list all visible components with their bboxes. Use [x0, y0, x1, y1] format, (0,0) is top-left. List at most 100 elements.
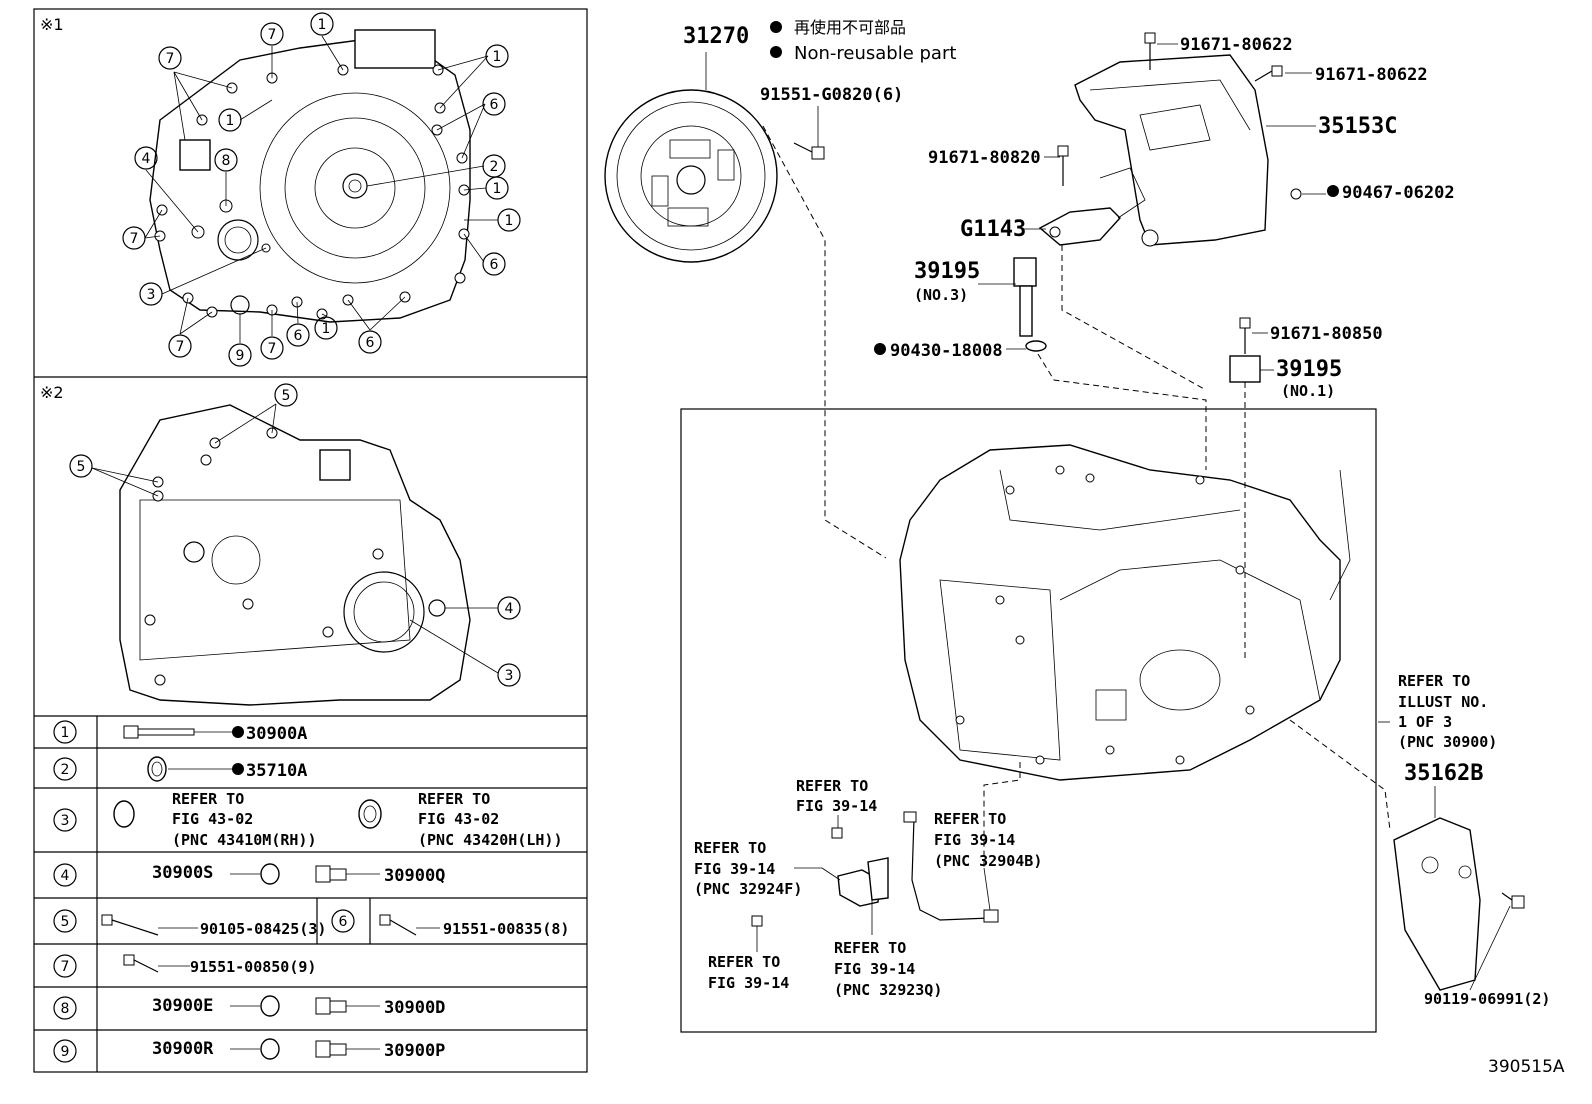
svg-text:FIG 39-14: FIG 39-14: [796, 797, 877, 815]
svg-text:6: 6: [339, 914, 348, 930]
part-90467-06202: 90467-06202: [1342, 183, 1455, 203]
part-35153c: 35153C: [1318, 114, 1397, 139]
svg-text:(NO.1): (NO.1): [1281, 382, 1335, 400]
refer-fig-2-l1: REFER TO: [934, 810, 1006, 828]
bolt-91551-g0820: [793, 142, 825, 160]
svg-text:6: 6: [366, 335, 375, 351]
svg-text:(PNC 32924F): (PNC 32924F): [694, 880, 802, 898]
svg-text:6: 6: [490, 97, 499, 113]
svg-text:(PNC 32904B): (PNC 32904B): [934, 852, 1042, 870]
svg-text:4: 4: [505, 601, 514, 617]
svg-text:FIG 43-02: FIG 43-02: [418, 810, 499, 828]
refer-illust-1: REFER TO: [1398, 672, 1470, 690]
svg-text:9: 9: [61, 1044, 70, 1060]
svg-text:1: 1: [493, 49, 502, 65]
svg-text:(PNC 30900): (PNC 30900): [1398, 733, 1497, 751]
svg-text:FIG 39-14: FIG 39-14: [934, 831, 1015, 849]
svg-text:4: 4: [142, 151, 151, 167]
svg-text:8: 8: [61, 1001, 70, 1017]
refer-fig-5-l1: REFER TO: [834, 939, 906, 957]
part-91671-80622-a: 91671-80622: [1180, 35, 1293, 55]
svg-text:Non-reusable part: Non-reusable part: [794, 43, 956, 64]
svg-text:6: 6: [294, 328, 303, 344]
transaxle-case-front-view: [149, 29, 471, 323]
refer-fig-4-l1: REFER TO: [708, 953, 780, 971]
svg-text:再使用不可部品: 再使用不可部品: [794, 18, 906, 37]
svg-text:90105-08425(3): 90105-08425(3): [200, 920, 326, 938]
svg-text:1: 1: [226, 113, 235, 129]
part-91671-80622-b: 91671-80622: [1315, 65, 1428, 85]
part-90430-18008: 90430-18008: [890, 341, 1003, 361]
svg-text:30900R: 30900R: [152, 1039, 214, 1059]
panel1-marker: ※1: [40, 15, 64, 34]
transaxle-case-rear-view: [119, 404, 471, 706]
svg-text:FIG 39-14: FIG 39-14: [708, 974, 789, 992]
dashed-leaders: [762, 125, 1391, 870]
speed-sensor-group: [751, 811, 999, 927]
part-91551-g0820: 91551-G0820(6): [760, 85, 903, 105]
svg-text:7: 7: [268, 341, 277, 357]
svg-text:(PNC 43410M(RH)): (PNC 43410M(RH)): [172, 831, 317, 849]
svg-text:(NO.3): (NO.3): [914, 286, 968, 304]
part-35710A: 35710A: [246, 761, 307, 781]
part-90119-06991: 90119-06991(2): [1424, 990, 1550, 1008]
svg-text:FIG 43-02: FIG 43-02: [172, 810, 253, 828]
wire-bracket-g1143: [1038, 167, 1146, 246]
svg-text:7: 7: [130, 231, 139, 247]
svg-text:7: 7: [176, 339, 185, 355]
refer-fig-3-l1: REFER TO: [694, 839, 766, 857]
svg-text:FIG 39-14: FIG 39-14: [694, 860, 775, 878]
svg-text:7: 7: [61, 959, 70, 975]
svg-text:3: 3: [147, 287, 156, 303]
svg-text:91551-00850(9): 91551-00850(9): [190, 958, 316, 976]
mount-insulator-39195-no1: [1229, 355, 1261, 383]
svg-text:2: 2: [61, 762, 70, 778]
svg-text:3: 3: [505, 668, 514, 684]
transaxle-assembly-frame: [680, 408, 1377, 1033]
svg-text:7: 7: [166, 51, 175, 67]
part-35162b: 35162B: [1404, 761, 1483, 786]
svg-text:91551-00835(8): 91551-00835(8): [443, 920, 569, 938]
part-30900A: 30900A: [246, 724, 307, 744]
svg-text:1: 1: [493, 181, 502, 197]
part-39195-no1: 39195: [1276, 357, 1342, 382]
svg-text:FIG 39-14: FIG 39-14: [834, 960, 915, 978]
svg-text:REFER TO: REFER TO: [418, 790, 490, 808]
left-frame: [33, 8, 588, 1073]
svg-text:4: 4: [61, 868, 70, 884]
svg-text:1: 1: [505, 213, 514, 229]
svg-text:(PNC 43420H(LH)): (PNC 43420H(LH)): [418, 831, 563, 849]
svg-text:5: 5: [77, 459, 86, 475]
svg-text:5: 5: [61, 914, 70, 930]
transaxle-assembly: [899, 444, 1351, 781]
panel2-marker: ※2: [40, 383, 64, 402]
refer-fig-1-l1: REFER TO: [796, 777, 868, 795]
cover-35162b: [1393, 817, 1481, 991]
svg-text:30900P: 30900P: [384, 1041, 445, 1061]
figure-id: 390515A: [1488, 1057, 1565, 1077]
bolts-91671-80622: [1144, 32, 1283, 82]
svg-text:5: 5: [282, 388, 291, 404]
svg-text:REFER TO: REFER TO: [172, 790, 244, 808]
svg-text:30900S: 30900S: [152, 863, 213, 883]
parts-key-table: 1 30900A 2 35710A 3 REFER TO FIG 43-02 (…: [34, 716, 587, 1072]
svg-text:1: 1: [318, 17, 327, 33]
svg-text:1 OF 3: 1 OF 3: [1398, 713, 1452, 731]
svg-text:2: 2: [490, 159, 499, 175]
part-39195-no3: 39195: [914, 259, 980, 284]
svg-text:1: 1: [322, 321, 331, 337]
key-1: 1: [61, 725, 70, 741]
svg-text:30900D: 30900D: [384, 998, 445, 1018]
svg-text:30900E: 30900E: [152, 996, 213, 1016]
svg-text:ILLUST NO.: ILLUST NO.: [1398, 693, 1488, 711]
drive-plate-31270: [604, 89, 778, 263]
svg-text:30900Q: 30900Q: [384, 866, 445, 886]
panel1-callouts: 7 7 1 1 6 2 1 1 6 1 4 8 7 3 7 9 7 6 1: [122, 12, 521, 367]
panel2-callouts: 5 5 4 3: [69, 383, 521, 687]
svg-text:(PNC 32923Q): (PNC 32923Q): [834, 981, 942, 999]
part-g1143: G1143: [960, 217, 1026, 242]
mount-bracket-35153c: [1074, 54, 1269, 247]
svg-text:6: 6: [490, 257, 499, 273]
